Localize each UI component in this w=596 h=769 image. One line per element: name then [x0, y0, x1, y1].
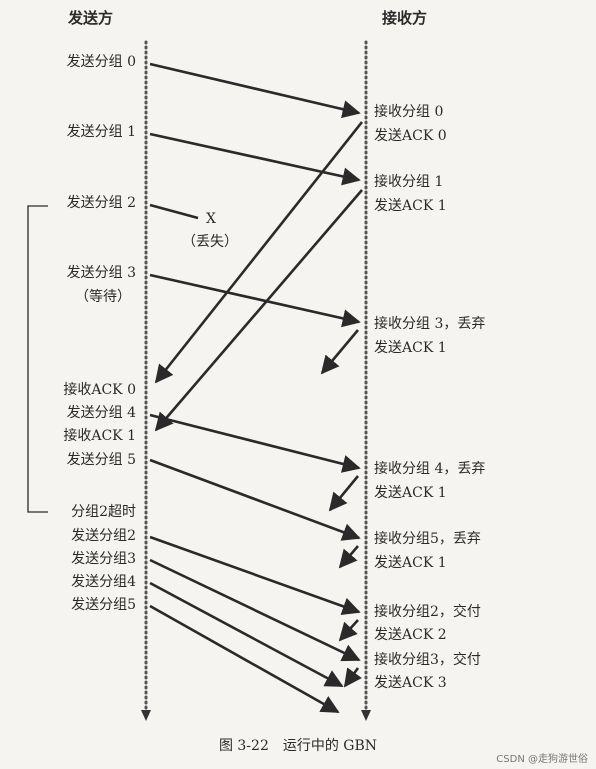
sender-send-packet-3: 发送分组 3	[66, 265, 136, 281]
retransmit-5-arrow	[149, 604, 340, 714]
sender-send-packet-5: 发送分组 5	[66, 452, 136, 468]
sender-waiting-note: （等待）	[75, 289, 131, 305]
receiver-send-ack-0: 发送ACK 0	[374, 128, 447, 144]
figure-caption: 图 3-22 运行中的 GBN	[218, 738, 378, 754]
receiver-deliver-packet-3: 接收分组3，交付	[374, 652, 481, 668]
ack-3-arrow	[343, 667, 362, 688]
receiver-send-ack-2: 发送ACK 2	[374, 627, 447, 643]
ack-1-dup-2-arrow	[328, 475, 360, 512]
receiver-send-ack-1-a: 发送ACK 1	[374, 198, 447, 214]
packet-2-lost-line	[149, 203, 199, 220]
sender-send-packet-4: 发送分组 4	[66, 405, 136, 421]
packet-0-arrow	[149, 62, 361, 119]
sender-resend-packet-4: 发送分组4	[71, 574, 136, 590]
sender-timeline-arrow-icon	[141, 710, 151, 721]
packet-lost-mark: X	[206, 211, 216, 227]
receiver-send-ack-1-d: 发送ACK 1	[374, 555, 447, 571]
retransmit-2-arrow	[149, 535, 361, 616]
ack-1-arrow	[154, 189, 363, 432]
receiver-send-ack-1-b: 发送ACK 1	[374, 340, 447, 356]
timeout-bracket	[27, 205, 48, 513]
receiver-receive-packet-1: 接收分组 1	[374, 174, 444, 190]
sender-resend-packet-3: 发送分组3	[71, 551, 136, 567]
receiver-discard-packet-3: 接收分组 3，丢弃	[374, 316, 486, 332]
receiver-discard-packet-5: 接收分组5，丢弃	[374, 531, 481, 547]
sender-receive-ack-0: 接收ACK 0	[63, 382, 136, 398]
sender-header: 发送方	[68, 9, 114, 27]
sender-resend-packet-5: 发送分组5	[71, 597, 136, 613]
sender-resend-packet-2: 发送分组2	[71, 528, 136, 544]
packet-lost-note: （丢失）	[182, 234, 238, 250]
receiver-send-ack-3: 发送ACK 3	[374, 675, 447, 691]
ack-2-arrow	[338, 619, 359, 642]
retransmit-4-arrow	[149, 581, 344, 688]
sender-send-packet-2: 发送分组 2	[66, 195, 136, 211]
receiver-discard-packet-4: 接收分组 4，丢弃	[374, 461, 486, 477]
packet-5-arrow	[149, 458, 361, 541]
sender-receive-ack-1: 接收ACK 1	[63, 428, 136, 444]
watermark: CSDN @走狗游世俗	[496, 754, 588, 765]
receiver-header: 接收方	[382, 9, 428, 27]
packet-1-arrow	[149, 132, 361, 186]
ack-0-arrow	[154, 121, 364, 384]
retransmit-3-arrow	[149, 558, 361, 662]
sender-send-packet-0: 发送分组 0	[66, 54, 136, 70]
receiver-timeline-arrow-icon	[361, 710, 371, 721]
receiver-send-ack-1-c: 发送ACK 1	[374, 485, 447, 501]
sender-timeout-packet-2: 分组2超时	[71, 504, 136, 520]
packet-4-arrow	[149, 413, 361, 473]
ack-1-dup-1-arrow	[320, 329, 359, 375]
receiver-receive-packet-0: 接收分组 0	[374, 104, 444, 120]
ack-1-dup-3-arrow	[338, 545, 359, 569]
receiver-deliver-packet-2: 接收分组2，交付	[374, 604, 481, 620]
sender-send-packet-1: 发送分组 1	[66, 124, 136, 140]
packet-3-arrow	[149, 273, 361, 328]
